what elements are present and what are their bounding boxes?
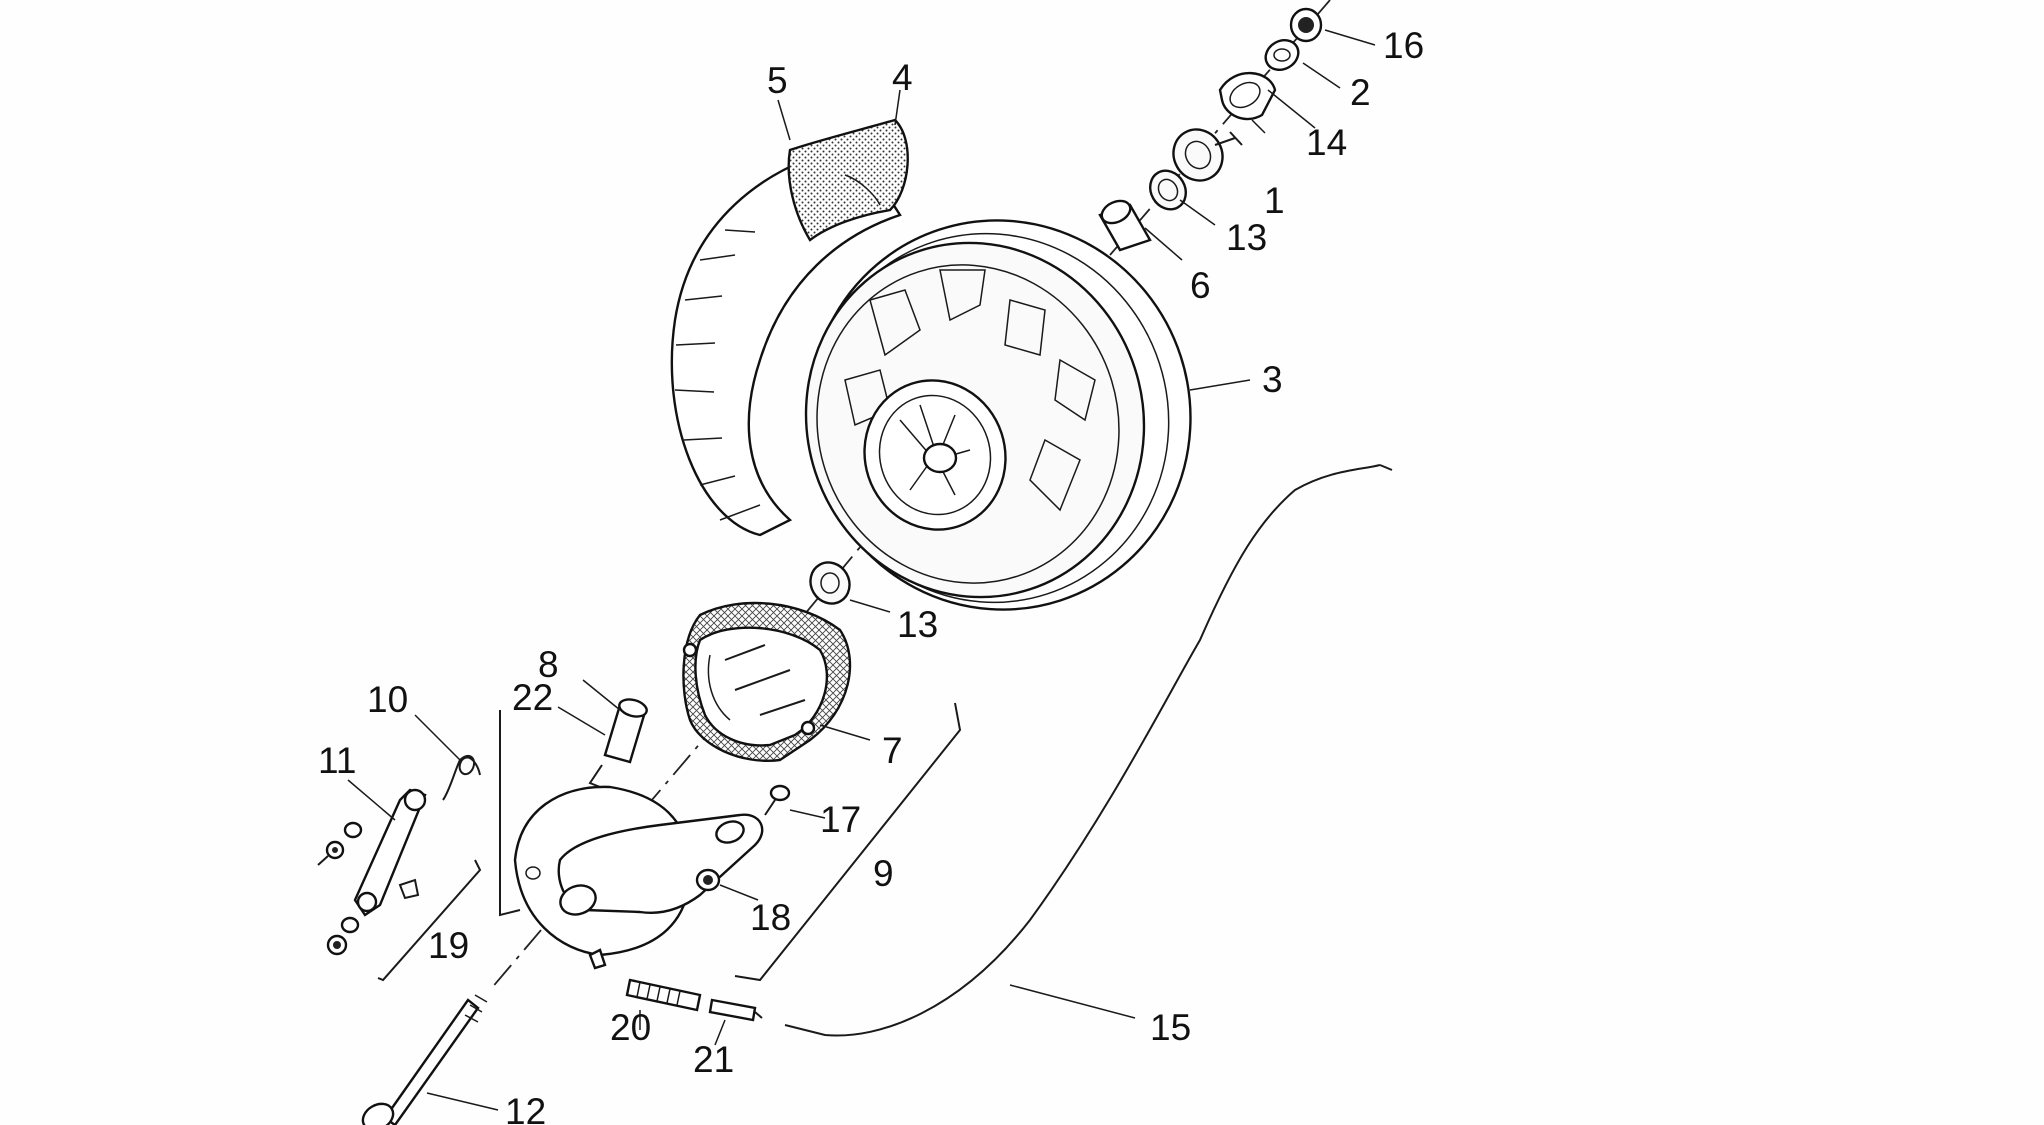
splash-guard (787, 118, 909, 242)
label-6: 6 (1190, 265, 1211, 306)
label-9: 9 (873, 853, 894, 894)
label-17: 17 (820, 799, 861, 840)
mudguard (670, 143, 902, 537)
axle-bolt (361, 994, 488, 1125)
adjuster-21 (708, 998, 763, 1022)
return-spring (442, 754, 481, 801)
label-4: 4 (892, 57, 913, 98)
label-2: 2 (1350, 72, 1371, 113)
bushing-6 (1098, 199, 1152, 252)
nut-16 (1289, 7, 1323, 43)
label-20: 20 (610, 1007, 651, 1048)
brake-cable (784, 464, 1393, 1037)
bracket-19 (377, 859, 482, 982)
label-12: 12 (505, 1091, 546, 1125)
label-15: 15 (1150, 1007, 1191, 1048)
washer-2 (1264, 38, 1300, 72)
brake-plate (513, 785, 764, 970)
bearing-13-lower (809, 561, 851, 605)
bracket-10 (499, 710, 521, 917)
bolt-17 (764, 784, 791, 816)
cam-pin (588, 698, 648, 788)
label-10: 10 (367, 679, 408, 720)
part-labels: 1 2 3 4 5 6 7 8 9 10 11 12 13 13 14 15 1… (318, 25, 1424, 1125)
lever-nuts (317, 821, 363, 956)
label-16: 16 (1383, 25, 1424, 66)
bearing-13-upper (1149, 169, 1187, 211)
brake-lever (353, 788, 427, 917)
label-19: 19 (428, 925, 469, 966)
label-13-lower: 13 (897, 604, 938, 645)
wheel (804, 219, 1192, 611)
nut-18 (695, 868, 721, 892)
label-1: 1 (1264, 180, 1285, 221)
bracket-9 (734, 702, 962, 982)
leader-lines (347, 29, 1376, 1111)
label-22: 22 (512, 677, 553, 718)
label-5: 5 (767, 60, 788, 101)
label-8: 8 (538, 644, 559, 685)
label-7: 7 (882, 730, 903, 771)
adjuster-20 (625, 978, 702, 1012)
label-21: 21 (693, 1039, 734, 1080)
label-18: 18 (750, 897, 791, 938)
spacer-14 (1218, 71, 1277, 121)
label-3: 3 (1262, 359, 1283, 400)
label-11: 11 (318, 740, 356, 781)
label-14: 14 (1306, 122, 1347, 163)
label-13-upper: 13 (1226, 217, 1267, 258)
brake-shoes (682, 601, 852, 762)
speedo-drive-1 (1172, 128, 1243, 182)
